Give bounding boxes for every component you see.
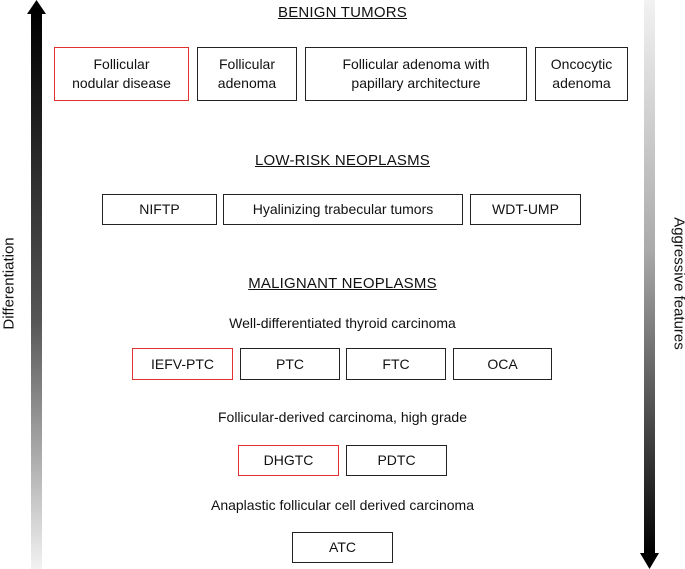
high-grade-label: Follicular-derived carcinoma, high grade <box>217 409 467 425</box>
wdt-ump-box: WDT-UMP <box>470 194 581 225</box>
pdtc-box: PDTC <box>346 445 447 476</box>
malignant-neoplasms-heading: MALIGNANT NEOPLASMS <box>248 275 437 292</box>
oca-box: OCA <box>453 348 552 380</box>
follicular-adenoma-box: Follicular adenoma <box>197 47 297 101</box>
low-risk-neoplasms-heading: LOW-RISK NEOPLASMS <box>254 152 431 169</box>
ptc-box: PTC <box>240 348 340 380</box>
oncocytic-adenoma-box: Oncocytic adenoma <box>535 47 628 101</box>
aggressive-features-arrow <box>640 0 659 569</box>
well-differentiated-label: Well-differentiated thyroid carcinoma <box>229 315 456 331</box>
ftc-box: FTC <box>346 348 446 380</box>
anaplastic-label: Anaplastic follicular cell derived carci… <box>210 497 474 513</box>
hyalinizing-trabecular-tumors-box: Hyalinizing trabecular tumors <box>223 194 463 225</box>
differentiation-arrow <box>27 0 46 569</box>
niftp-box: NIFTP <box>102 194 217 225</box>
follicular-nodular-disease-box: Follicular nodular disease <box>54 47 189 101</box>
benign-tumors-heading: BENIGN TUMORS <box>277 4 407 21</box>
iefv-ptc-box: IEFV-PTC <box>132 348 233 380</box>
follicular-adenoma-papillary-box: Follicular adenoma with papillary archit… <box>305 47 527 101</box>
atc-box: ATC <box>292 532 393 563</box>
dhgtc-box: DHGTC <box>238 445 339 476</box>
